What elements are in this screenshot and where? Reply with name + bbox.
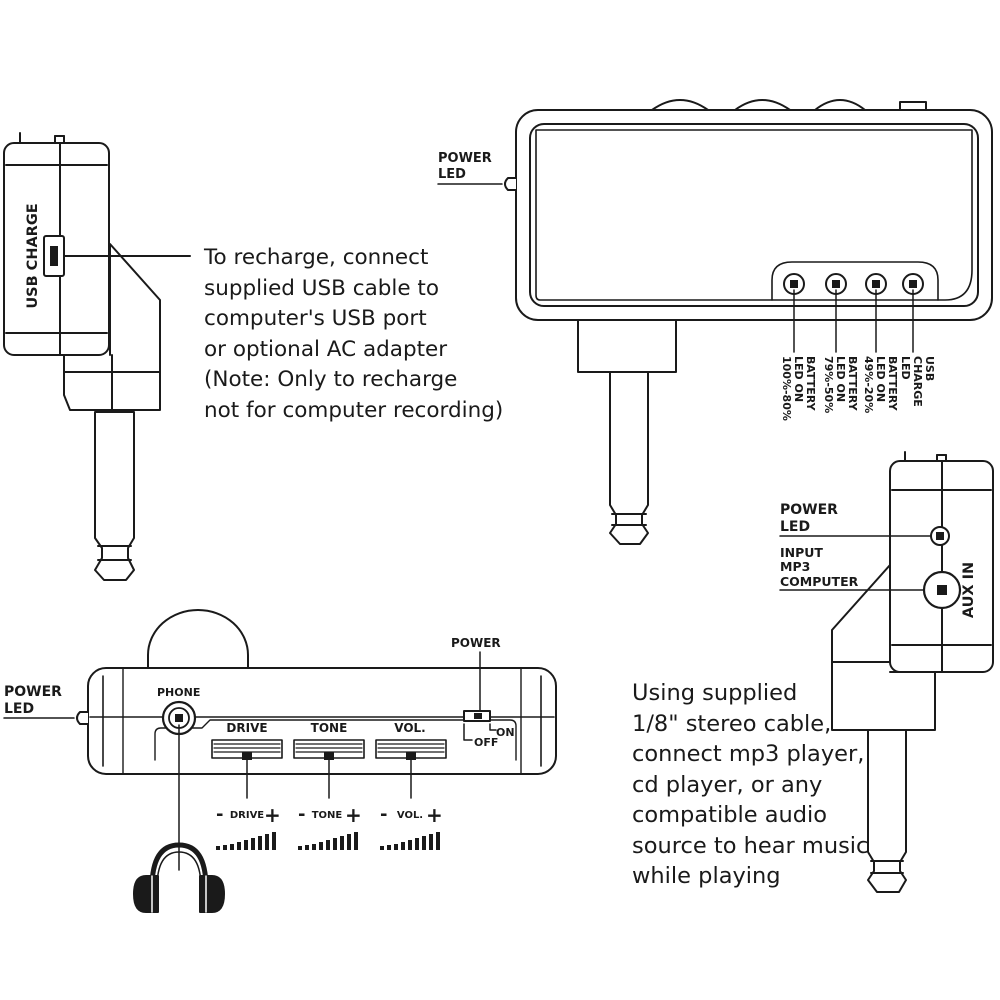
aux-in-label: AUX IN: [961, 562, 977, 618]
tone-minus: -: [298, 804, 305, 825]
tone-caption: TONE: [312, 810, 343, 821]
svg-text:BATTERY: BATTERY: [846, 356, 859, 412]
phone-label: PHONE: [157, 686, 200, 699]
drive-level-bars: [216, 832, 276, 850]
usb-note-line: To recharge, connect: [204, 245, 429, 270]
usb-note-line: (Note: Only to recharge: [204, 367, 458, 392]
front-power-led-label: POWER LED: [438, 151, 492, 182]
usb-note-line: or optional AC adapter: [204, 336, 448, 362]
usb-charge-label: USB CHARGE: [25, 203, 41, 308]
drive-plus: +: [264, 803, 281, 827]
drive-caption: DRIVE: [230, 810, 264, 821]
aux-power-led-label: POWER LED: [780, 502, 838, 535]
drive-minus: -: [216, 804, 223, 825]
power-switch-label: POWER: [451, 636, 501, 650]
svg-text:POWER: POWER: [438, 151, 492, 166]
top-power-led-label: POWER LED: [4, 684, 62, 717]
vol-caption: VOL.: [397, 810, 423, 821]
svg-text:MP3: MP3: [780, 559, 810, 574]
svg-text:BATTERY: BATTERY: [886, 356, 899, 412]
aux-note-line: 1/8" stereo cable,: [632, 710, 832, 737]
indicator-label-battery-full: BATTERY LED ON 100%-80%: [780, 356, 817, 421]
aux-note-line: while playing: [632, 863, 781, 889]
indicator-label-battery-mid: BATTERY LED ON 79%-50%: [822, 356, 859, 413]
usb-side-view: USB CHARGE: [3, 132, 191, 581]
svg-text:LED: LED: [899, 356, 912, 380]
aux-note-line: compatible audio: [632, 802, 828, 828]
svg-text:CHARGE: CHARGE: [911, 356, 924, 407]
drive-slider: DRIVE - DRIVE +: [211, 721, 283, 850]
switch-off-label: OFF: [474, 736, 498, 749]
tone-level-bars: [298, 832, 358, 850]
tone-plus: +: [345, 803, 362, 827]
aux-note-line: source to hear music: [632, 832, 869, 859]
vol-slider: VOL. - VOL. +: [375, 721, 447, 850]
switch-on-label: ON: [496, 726, 515, 739]
svg-text:LED ON: LED ON: [792, 356, 805, 402]
usb-charge-note: To recharge, connect supplied USB cable …: [204, 243, 503, 426]
aux-note-line: Using supplied: [632, 680, 798, 706]
svg-text:POWER: POWER: [780, 502, 838, 518]
usb-note-line: not for computer recording): [204, 397, 504, 423]
guitar-plug-icon: [94, 411, 135, 581]
aux-jack-icon: [922, 570, 962, 610]
usb-note-line: computer's USB port: [204, 306, 427, 331]
headphones-icon: [133, 842, 225, 913]
svg-text:COMPUTER: COMPUTER: [780, 574, 859, 589]
front-view: POWER LED BATTERY LED ON 100%-80% BATTER…: [437, 99, 993, 545]
svg-text:INPUT: INPUT: [780, 545, 823, 560]
tone-slider-header: TONE: [311, 721, 348, 735]
svg-text:100%-80%: 100%-80%: [780, 356, 793, 421]
top-view: ON OFF POWER PHONE POWER LED DRIVE - DRI…: [3, 609, 557, 913]
aux-in-note: Using supplied 1/8" stereo cable, connec…: [632, 678, 868, 892]
indicator-label-battery-low: BATTERY LED ON 49%-20%: [862, 356, 899, 413]
led-icon: [783, 273, 924, 295]
tone-slider: TONE - TONE +: [293, 721, 365, 850]
svg-text:LED: LED: [4, 701, 34, 717]
phone-jack-icon: [161, 700, 197, 736]
vol-plus: +: [426, 803, 443, 827]
svg-text:LED: LED: [780, 519, 810, 535]
svg-text:LED ON: LED ON: [874, 356, 887, 402]
drive-slider-header: DRIVE: [226, 721, 267, 735]
aux-note-line: cd player, or any: [632, 771, 823, 798]
svg-text:49%-20%: 49%-20%: [862, 356, 875, 413]
svg-text:POWER: POWER: [4, 684, 62, 700]
svg-text:LED: LED: [438, 167, 466, 182]
vol-minus: -: [380, 804, 387, 825]
usb-port-icon: [43, 235, 65, 277]
vol-level-bars: [380, 832, 440, 850]
vol-slider-header: VOL.: [394, 721, 425, 735]
svg-text:79%-50%: 79%-50%: [822, 356, 835, 413]
aux-note-line: connect mp3 player,: [632, 741, 865, 767]
led-icon: [930, 526, 950, 546]
usb-note-line: supplied USB cable to: [204, 275, 440, 301]
aux-input-label: INPUT MP3 COMPUTER: [780, 545, 859, 589]
indicator-label-usb-charge: USB CHARGE LED: [899, 356, 936, 407]
aux-side-view: AUX IN POWER LED INPUT MP3 COMPUTER: [779, 451, 994, 893]
svg-text:BATTERY: BATTERY: [804, 356, 817, 412]
knob-icon: [147, 609, 249, 669]
svg-text:USB: USB: [923, 356, 936, 381]
svg-text:LED ON: LED ON: [834, 356, 847, 402]
